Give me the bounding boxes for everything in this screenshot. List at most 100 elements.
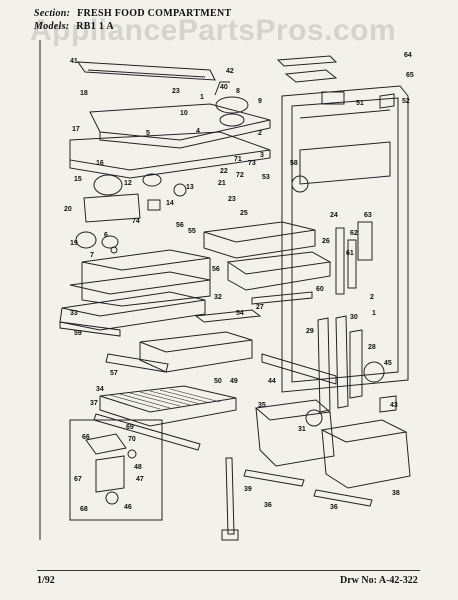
- part-label-39: 39: [244, 486, 252, 493]
- air-duct-part: [70, 132, 270, 170]
- part-label-69: 69: [126, 424, 134, 431]
- part-label-70: 70: [128, 436, 136, 443]
- part-label-36: 36: [264, 502, 272, 509]
- part-label-48: 48: [134, 464, 142, 471]
- part-label-64: 64: [404, 52, 412, 59]
- part-label-24: 24: [330, 212, 338, 219]
- part-label-32: 32: [214, 294, 222, 301]
- relay-box-part: [84, 194, 140, 222]
- meat-pan-part: [228, 252, 330, 274]
- part-label-6: 6: [104, 232, 108, 239]
- part-label-49: 49: [230, 378, 238, 385]
- part-label-9: 9: [258, 98, 262, 105]
- part-label-60: 60: [316, 286, 324, 293]
- section-key: Section:: [34, 8, 71, 19]
- part-label-68: 68: [80, 506, 88, 513]
- part-label-46: 46: [124, 504, 132, 511]
- part-label-34: 34: [96, 386, 104, 393]
- part-label-61: 61: [346, 250, 354, 257]
- part-label-73: 73: [248, 160, 256, 167]
- part-label-51: 51: [356, 100, 364, 107]
- part-label-31: 31: [298, 426, 306, 433]
- part-label-37: 37: [90, 400, 98, 407]
- section-header: Section: FRESH FOOD COMPARTMENT: [34, 8, 232, 19]
- inset-hinge-box: [70, 420, 162, 520]
- part-label-3: 3: [260, 152, 264, 159]
- part-label-16: 16: [96, 160, 104, 167]
- part-label-23b: 23: [228, 196, 236, 203]
- part-label-57: 57: [110, 370, 118, 377]
- part-label-12: 12: [124, 180, 132, 187]
- part-label-74: 74: [132, 218, 140, 225]
- part-label-56: 56: [176, 222, 184, 229]
- cabinet-liner-part: [282, 86, 408, 392]
- part-label-17: 17: [72, 126, 80, 133]
- part-label-19: 19: [70, 240, 78, 247]
- part-label-58: 58: [290, 160, 298, 167]
- control-housing-part: [90, 104, 270, 140]
- part-label-66: 66: [82, 434, 90, 441]
- part-label-2b: 2: [370, 294, 374, 301]
- part-label-20: 20: [64, 206, 72, 213]
- part-label-45: 45: [384, 360, 392, 367]
- part-label-40: 40: [220, 84, 228, 91]
- part-label-36b: 36: [330, 504, 338, 511]
- footer-drawing-number: Drw No: A-42-322: [340, 575, 418, 586]
- part-label-27: 27: [256, 304, 264, 311]
- part-label-14: 14: [166, 200, 174, 207]
- part-label-13: 13: [186, 184, 194, 191]
- part-label-8: 8: [236, 88, 240, 95]
- part-label-44: 44: [268, 378, 276, 385]
- section-value: FRESH FOOD COMPARTMENT: [77, 8, 232, 19]
- shelf-support-part: [318, 318, 330, 412]
- part-label-1: 1: [200, 94, 204, 101]
- part-label-7: 7: [90, 252, 94, 259]
- footer-date: 1/92: [37, 575, 55, 586]
- part-label-1b: 1: [372, 310, 376, 317]
- part-label-63: 63: [364, 212, 372, 219]
- shelf-rod-part: [226, 458, 234, 534]
- part-label-21: 21: [218, 180, 226, 187]
- part-label-33: 33: [70, 310, 78, 317]
- part-label-18: 18: [80, 90, 88, 97]
- light-cover-part: [78, 62, 215, 80]
- shelf-lower-part: [62, 292, 205, 316]
- part-label-47: 47: [136, 476, 144, 483]
- part-label-41: 41: [70, 58, 78, 65]
- part-label-35: 35: [258, 402, 266, 409]
- crisper-pan-left-part: [256, 400, 330, 420]
- part-label-65: 65: [406, 72, 414, 79]
- part-label-72: 72: [236, 172, 244, 179]
- part-label-30: 30: [350, 314, 358, 321]
- part-label-50: 50: [214, 378, 222, 385]
- shelf-upper-part: [82, 250, 210, 270]
- model-value: RB1 1 A: [76, 21, 114, 32]
- part-label-26: 26: [322, 238, 330, 245]
- part-label-4: 4: [196, 128, 200, 135]
- part-label-28: 28: [368, 344, 376, 351]
- part-label-71: 71: [234, 156, 242, 163]
- part-label-56b: 56: [212, 266, 220, 273]
- part-label-23: 23: [172, 88, 180, 95]
- part-label-55: 55: [188, 228, 196, 235]
- part-label-54: 54: [236, 310, 244, 317]
- part-label-29: 29: [306, 328, 314, 335]
- footer-rule: [37, 570, 420, 571]
- part-label-38: 38: [392, 490, 400, 497]
- crisper-shelf-part: [140, 332, 252, 352]
- part-label-15: 15: [74, 176, 82, 183]
- part-label-52: 52: [402, 98, 410, 105]
- model-header: Models: RB1 1 A: [34, 21, 114, 32]
- crisper-pan-right-part: [322, 420, 406, 442]
- part-label-25: 25: [240, 210, 248, 217]
- part-label-59: 59: [74, 330, 82, 337]
- motor-part: [94, 175, 122, 195]
- part-label-53: 53: [262, 174, 270, 181]
- control-knob-part: [216, 97, 248, 113]
- part-label-67: 67: [74, 476, 82, 483]
- part-label-43: 43: [390, 402, 398, 409]
- part-label-5: 5: [146, 130, 150, 137]
- part-label-2: 2: [258, 130, 262, 137]
- hinge-cover-part: [278, 56, 336, 66]
